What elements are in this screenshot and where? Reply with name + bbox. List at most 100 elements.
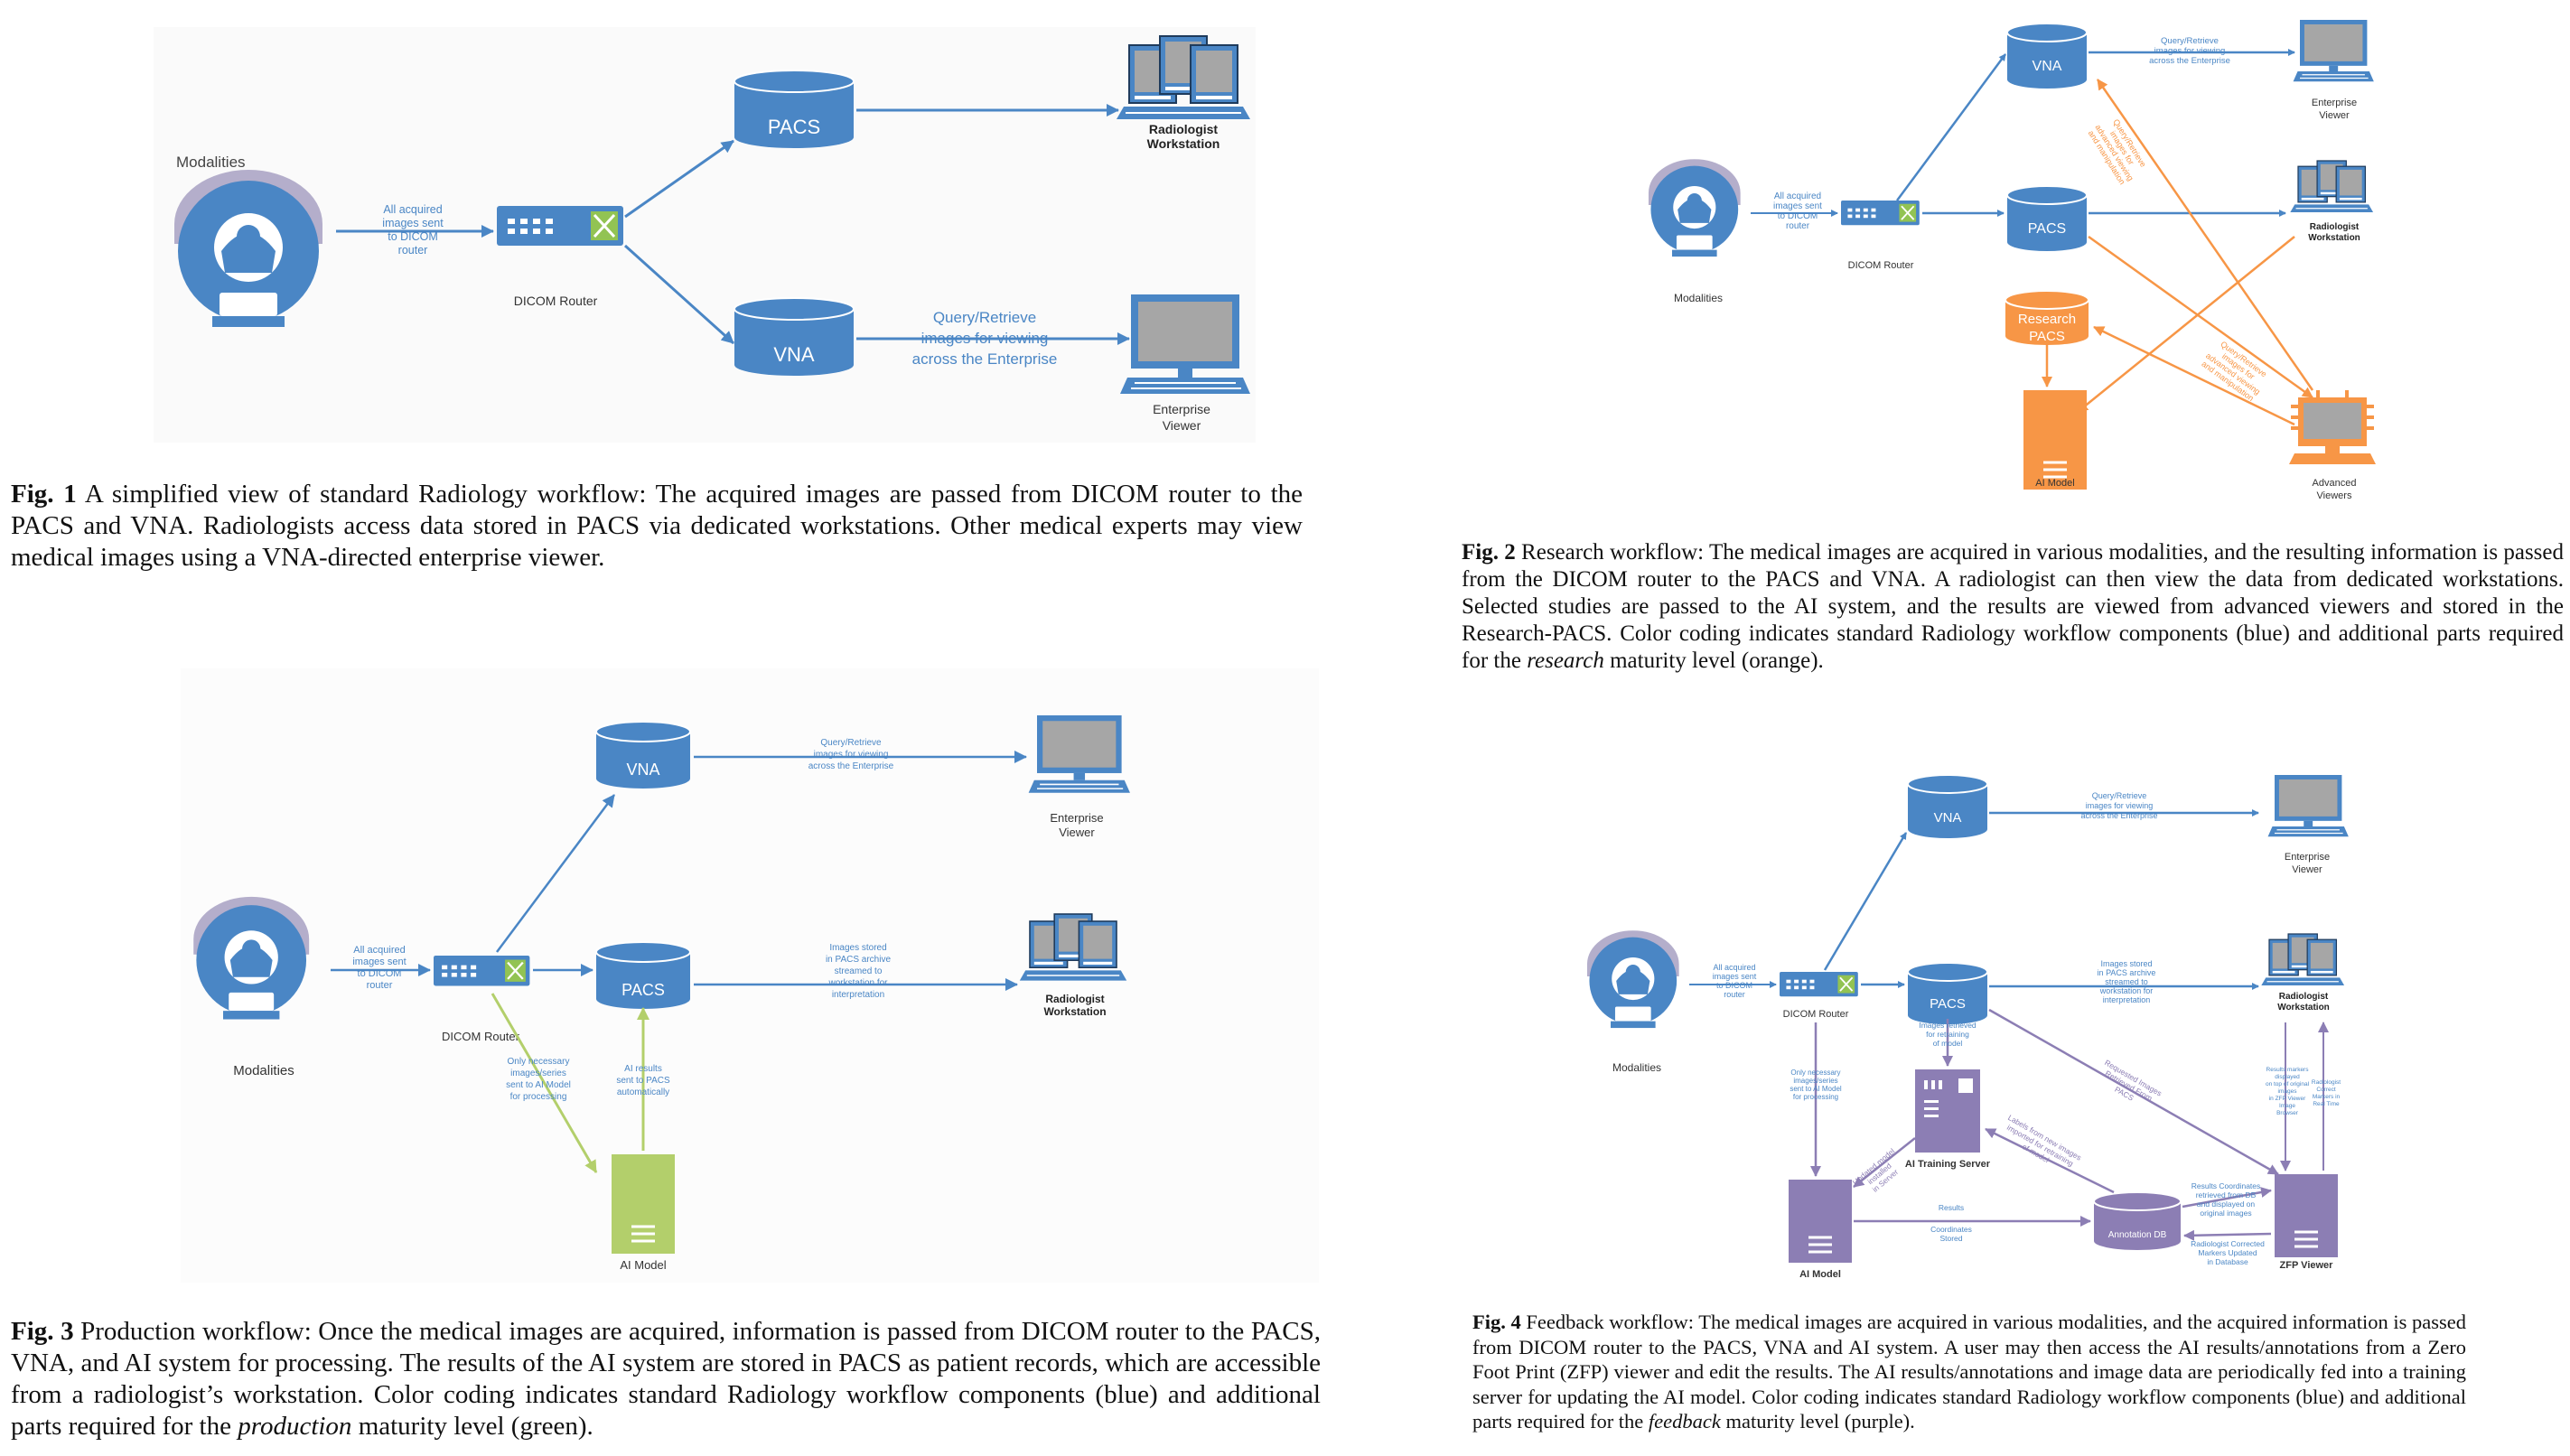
fig3-modalities-label: Modalities — [233, 1063, 294, 1078]
svg-text:for retraining: for retraining — [1926, 1030, 1969, 1039]
svg-text:All acquired: All acquired — [1774, 191, 1821, 201]
svg-text:VNA: VNA — [2033, 59, 2062, 74]
fig3-necessary-note: Only necessary images/series sent to AI … — [506, 1057, 571, 1102]
svg-text:PACS: PACS — [2029, 329, 2065, 344]
svg-text:Results markers: Results markers — [2266, 1067, 2310, 1073]
svg-text:sent to PACS: sent to PACS — [616, 1076, 670, 1086]
fig3-arrow-router-ai — [491, 993, 598, 1173]
fig1-router-note: All acquired images sent to DICOM router — [382, 203, 444, 257]
fig4-markers-note: Results markers displayed on top of orig… — [2266, 1067, 2310, 1116]
fig2-query-note: Query/Retrieve images for viewing across… — [2149, 36, 2230, 66]
fig1-router-label: DICOM Router — [514, 294, 598, 308]
fig2-pacs-db: PACS — [2006, 185, 2088, 251]
fig1-query-note: Query/Retrieve images for viewing across… — [912, 309, 1058, 368]
svg-text:Workstation: Workstation — [1043, 1005, 1106, 1018]
svg-text:All acquired: All acquired — [353, 945, 405, 956]
svg-text:Workstation: Workstation — [2277, 1003, 2330, 1013]
fig4-coords-retrieved-note: Results Coordinates retrieved from DB an… — [2192, 1181, 2261, 1218]
svg-text:Annotation DB: Annotation DB — [2108, 1230, 2167, 1240]
svg-text:for processing: for processing — [510, 1092, 567, 1102]
fig2-mri-icon — [1648, 159, 1741, 257]
svg-text:Images stored: Images stored — [829, 943, 886, 953]
svg-text:Correct: Correct — [2316, 1087, 2336, 1093]
svg-text:in PACS archive: in PACS archive — [2098, 968, 2156, 977]
svg-text:Viewer: Viewer — [2292, 864, 2322, 875]
svg-text:workstation for: workstation for — [827, 978, 888, 988]
fig1-arrow-router-pacs — [624, 139, 734, 219]
fig2-advanced-label: Advanced Viewers — [2313, 478, 2357, 501]
fig3-enterprise-monitor — [1027, 714, 1131, 794]
svg-text:images for viewing: images for viewing — [921, 330, 1049, 347]
svg-text:in Database: in Database — [2207, 1257, 2248, 1266]
fig2-workstation-icon — [2289, 160, 2374, 213]
fig2-arrow-workstation-ai — [2077, 236, 2295, 413]
svg-text:across the Enterprise: across the Enterprise — [2149, 56, 2230, 66]
fig2-enterprise-monitor — [2292, 19, 2375, 82]
svg-text:Research: Research — [2018, 312, 2076, 327]
fig4-enterprise-label: Enterprise Viewer — [2285, 852, 2330, 875]
svg-text:images for viewing: images for viewing — [2086, 801, 2154, 810]
fig4-annotation-db: Annotation DB — [2093, 1191, 2182, 1250]
fig3-caption-text-2: maturity level (green). — [351, 1412, 593, 1441]
svg-text:PACS: PACS — [1930, 996, 1966, 1012]
svg-text:AI results: AI results — [624, 1064, 662, 1074]
fig3-router-label: DICOM Router — [442, 1030, 520, 1043]
fig3-pacs-db: PACS — [595, 941, 691, 1009]
fig1-modalities-label: Modalities — [176, 154, 246, 171]
svg-text:VNA: VNA — [773, 343, 815, 366]
fig2-caption-label: Fig. 2 — [1462, 540, 1516, 565]
svg-text:router: router — [367, 980, 393, 991]
fig4-pacs-db: PACS — [1907, 962, 1988, 1024]
fig3-workstation-label: Radiologist Workstation — [1043, 993, 1106, 1018]
svg-text:Radiologist Corrected: Radiologist Corrected — [2191, 1239, 2265, 1248]
fig2-router-label: DICOM Router — [1848, 260, 1914, 271]
fig4-retrain-note: Images retrieved for retraining of model — [1919, 1021, 1977, 1048]
fig4-updated-note: Updated model installed in Server — [1851, 1146, 1901, 1194]
svg-text:All acquired: All acquired — [1713, 963, 1755, 972]
svg-text:Images stored: Images stored — [2100, 959, 2152, 968]
svg-text:in PACS archive: in PACS archive — [826, 955, 892, 965]
svg-text:Radiologist: Radiologist — [1149, 122, 1219, 136]
svg-text:Query/Retrieve: Query/Retrieve — [820, 738, 882, 748]
svg-text:Radiologist: Radiologist — [2312, 1079, 2341, 1086]
fig2-router-icon — [1840, 200, 1920, 227]
fig1-router-icon — [495, 204, 625, 247]
svg-text:router: router — [1786, 221, 1810, 231]
svg-text:original images: original images — [2200, 1209, 2251, 1218]
fig1-workstation-icon — [1116, 35, 1251, 120]
fig2-vna-db: VNA — [2006, 23, 2088, 89]
svg-text:Only necessary: Only necessary — [1790, 1069, 1840, 1077]
svg-text:PACS: PACS — [621, 981, 665, 999]
svg-text:Viewers: Viewers — [2317, 490, 2352, 501]
svg-text:Query/Retrieve: Query/Retrieve — [2092, 791, 2147, 800]
fig3-arrow-router-vna — [495, 794, 616, 953]
fig1-vna-db: VNA — [734, 297, 855, 376]
fig4-arrow-pacs-zfp — [1988, 1008, 2279, 1176]
fig4-router-note: All acquired images sent to DICOM router — [1713, 963, 1757, 999]
fig2-caption-text-1: Research workflow: The medical images ar… — [1462, 540, 2565, 673]
fig4-caption-emphasis: feedback — [1648, 1410, 1721, 1433]
fig3-results-note: AI results sent to PACS automatically — [616, 1064, 670, 1097]
fig4-caption-text-2: maturity level (purple). — [1720, 1410, 1915, 1433]
fig4-zfp-label: ZFP Viewer — [2280, 1260, 2334, 1271]
svg-text:workstation for: workstation for — [2099, 986, 2154, 995]
fig2-caption: Fig. 2 Research workflow: The medical im… — [1462, 539, 2564, 675]
fig3-caption: Fig. 3 Production workflow: Once the med… — [11, 1316, 1321, 1442]
fig1-diagram: Modalities DICOM Router All acquired ima… — [154, 27, 1256, 443]
svg-text:VNA: VNA — [1934, 810, 1962, 826]
fig4-mri-icon — [1586, 930, 1679, 1029]
svg-text:Workstation: Workstation — [2308, 233, 2360, 243]
svg-text:Viewer: Viewer — [1163, 418, 1201, 433]
svg-text:images for viewing: images for viewing — [814, 750, 889, 760]
svg-text:across the Enterprise: across the Enterprise — [2080, 811, 2157, 820]
fig4-query-note: Query/Retrieve images for viewing across… — [2080, 791, 2157, 820]
svg-text:PACS: PACS — [2028, 221, 2066, 237]
svg-text:images/series: images/series — [1793, 1077, 1837, 1085]
fig3-stored-note: Images stored in PACS archive streamed t… — [826, 943, 892, 1000]
svg-text:Enterprise: Enterprise — [2285, 852, 2330, 863]
fig3-caption-label: Fig. 3 — [11, 1317, 74, 1346]
fig2-caption-text-2: maturity level (orange). — [1603, 649, 1824, 673]
fig3-diagram: Modalities All acquired images sent to D… — [181, 668, 1319, 1283]
svg-text:to DICOM: to DICOM — [1778, 211, 1818, 221]
svg-text:Stored: Stored — [1939, 1234, 1962, 1243]
